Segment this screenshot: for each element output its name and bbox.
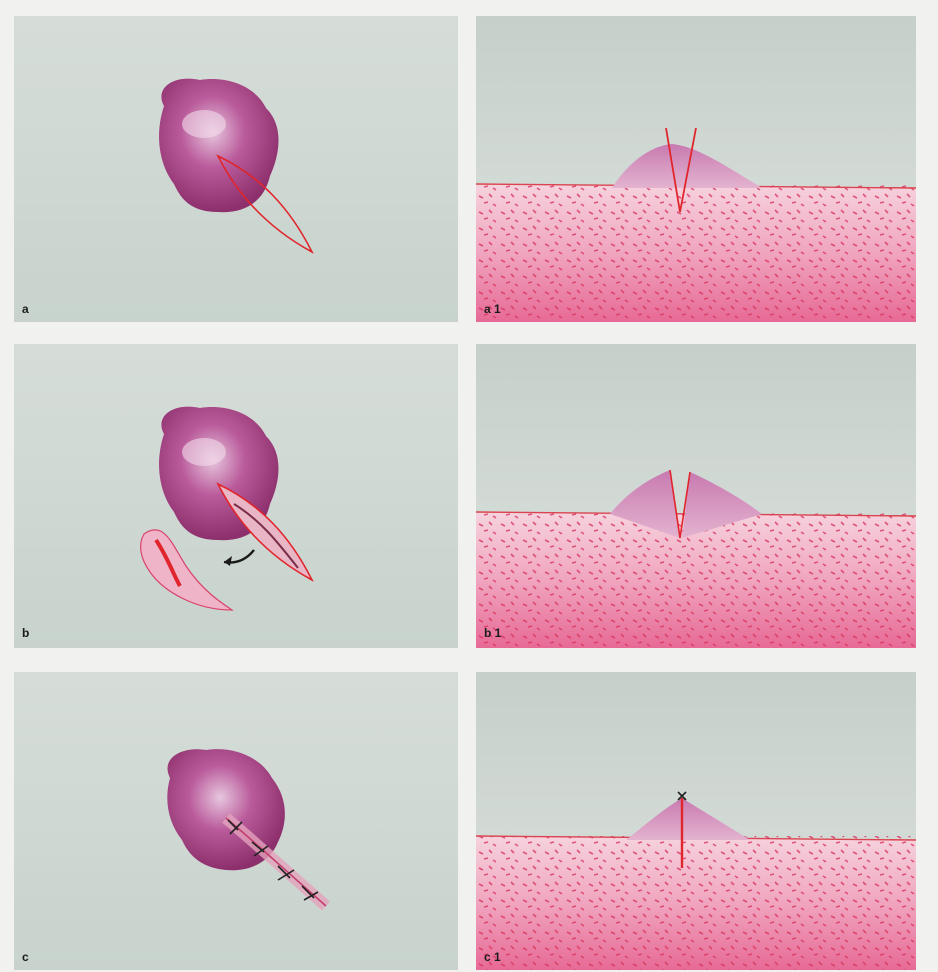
panel-c: c <box>14 672 458 970</box>
panel-label: a 1 <box>484 302 501 316</box>
panel-c-illustration <box>14 672 458 970</box>
panel-label: c <box>22 950 29 964</box>
panel-label: b 1 <box>484 626 501 640</box>
panel-label: b <box>22 626 29 640</box>
panel-b1-illustration <box>476 344 916 648</box>
panel-c1: c 1 <box>476 672 916 970</box>
panel-label: a <box>22 302 29 316</box>
panel-a1: a 1 <box>476 16 916 322</box>
panel-b-illustration <box>14 344 458 648</box>
panel-c1-illustration <box>476 672 916 970</box>
panel-a-illustration <box>14 16 458 322</box>
panel-b1: b 1 <box>476 344 916 648</box>
panel-b: b <box>14 344 458 648</box>
panel-a1-illustration <box>476 16 916 322</box>
panel-a: a <box>14 16 458 322</box>
panel-label: c 1 <box>484 950 501 964</box>
